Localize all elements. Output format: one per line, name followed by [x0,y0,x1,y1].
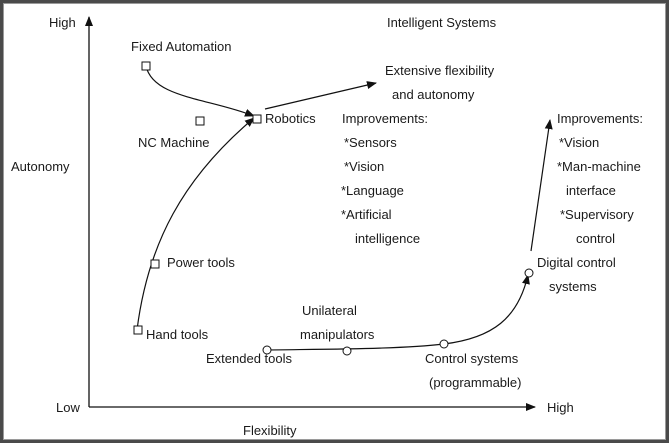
x-axis-low-label: Low [56,400,80,415]
label-control-systems-line1: Control systems [425,351,519,366]
label-fixed-automation: Fixed Automation [131,39,231,54]
control-improvements-heading: Improvements: [557,111,643,126]
marker-digital-control [524,268,534,278]
robotics-improvement-item: *Language [341,183,404,198]
robotics-improvement-item: *Artificial [341,207,392,222]
label-control-systems-line2: (programmable) [429,375,521,390]
diagram-canvas: Intelligent Systems High Autonomy Low Hi… [11,15,643,438]
label-extensive-flexibility-line2: and autonomy [392,87,475,102]
label-digital-control-line2: systems [549,279,597,294]
x-axis-high-label: High [547,400,574,415]
robotics-improvement-item: *Vision [344,159,384,174]
curve-fixed-to-robotics [145,65,255,117]
label-robotics: Robotics [265,111,316,126]
marker-nc-machine [195,116,205,126]
marker-extended-tools [262,345,272,355]
curve-hand-to-robotics [136,117,255,331]
marker-power-tools [150,259,160,269]
label-unilateral-line1: Unilateral [302,303,357,318]
marker-unilateral-manipulators [342,346,352,356]
label-hand-tools: Hand tools [146,327,209,342]
robotics-improvement-item: intelligence [355,231,420,246]
marker-hand-tools [133,325,143,335]
label-extended-tools: Extended tools [206,351,293,366]
marker-robotics [252,114,262,124]
arrow-digital-upward [530,119,553,252]
marker-fixed-automation [141,61,151,71]
marker-control-systems [439,339,449,349]
label-power-tools: Power tools [167,255,235,270]
label-extensive-flexibility-line1: Extensive flexibility [385,63,495,78]
control-improvement-item: interface [566,183,616,198]
label-unilateral-line2: manipulators [300,327,375,342]
label-digital-control-line1: Digital control [537,255,616,270]
diagram-title: Intelligent Systems [387,15,497,30]
robotics-improvement-item: *Sensors [344,135,397,150]
control-improvement-item: *Supervisory [560,207,634,222]
label-nc-machine: NC Machine [138,135,210,150]
x-axis-label: Flexibility [243,423,297,438]
robotics-improvements-heading: Improvements: [342,111,428,126]
y-axis-label: Autonomy [11,159,70,174]
control-improvement-item: control [576,231,615,246]
control-improvement-item: *Man-machine [557,159,641,174]
y-axis-high-label: High [49,15,76,30]
control-improvement-item: *Vision [559,135,599,150]
arrow-robotics-to-extensive [264,81,377,110]
